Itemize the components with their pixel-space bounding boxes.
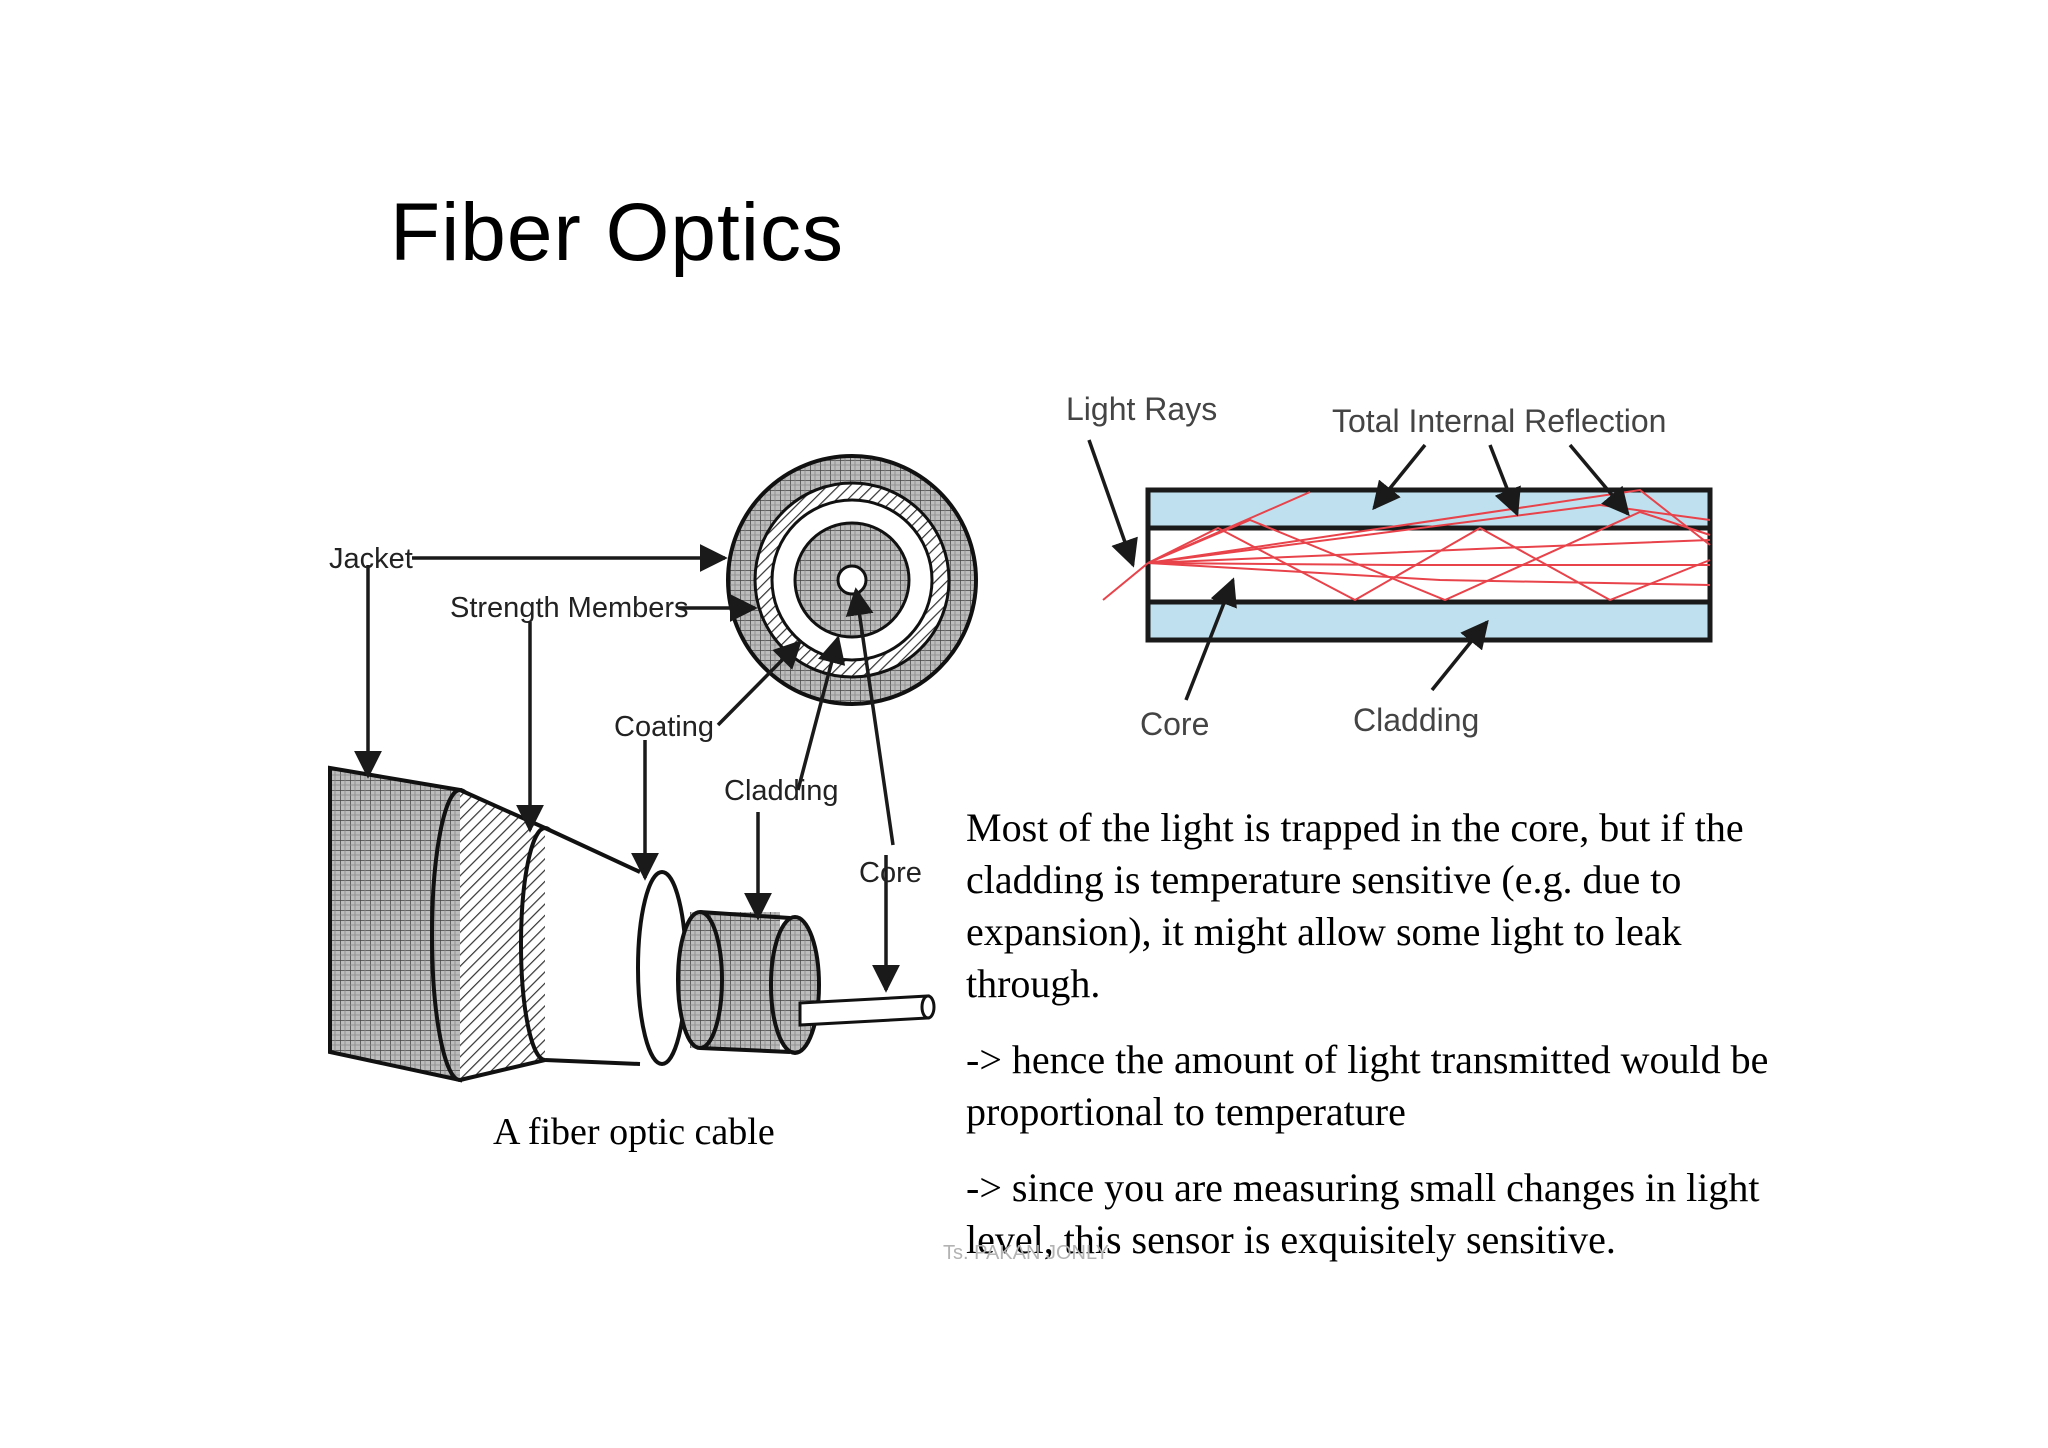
cable-side-view [328, 765, 936, 1083]
cable-cross-section [726, 454, 978, 706]
cable-caption: A fiber optic cable [493, 1111, 775, 1153]
label-jacket: Jacket [329, 543, 413, 575]
cable-leader-arrows [354, 544, 900, 993]
body-paragraph: -> hence the amount of light transmitted… [966, 1037, 1769, 1134]
label-total-internal-reflection: Total Internal Reflection [1332, 403, 1666, 439]
tir-cladding-bottom [1145, 599, 1713, 643]
label-tir-cladding: Cladding [1353, 702, 1479, 738]
slide-title: Fiber Optics [390, 187, 844, 278]
label-light-rays: Light Rays [1066, 391, 1217, 427]
tir-light-rays [1102, 488, 1711, 602]
body-paragraph: -> since you are measuring small changes… [966, 1165, 1760, 1262]
body-paragraph: Most of the light is trapped in the core… [966, 805, 1744, 1006]
label-tir-core: Core [1140, 706, 1209, 742]
label-strength-members: Strength Members [450, 592, 689, 624]
tir-leader-arrows [1087, 439, 1630, 701]
body-text: Most of the light is trapped in the core… [966, 802, 1796, 1290]
label-core: Core [859, 857, 922, 889]
label-cladding: Cladding [724, 775, 838, 807]
fiber-cable-figure: Jacket Strength Members Coating Cladding… [328, 454, 978, 1083]
footer-author: Ts. PAKAN JONLY [943, 1242, 1109, 1264]
tir-figure: Light Rays Total Internal Reflection Cor… [1066, 391, 1713, 742]
label-coating: Coating [614, 711, 714, 743]
